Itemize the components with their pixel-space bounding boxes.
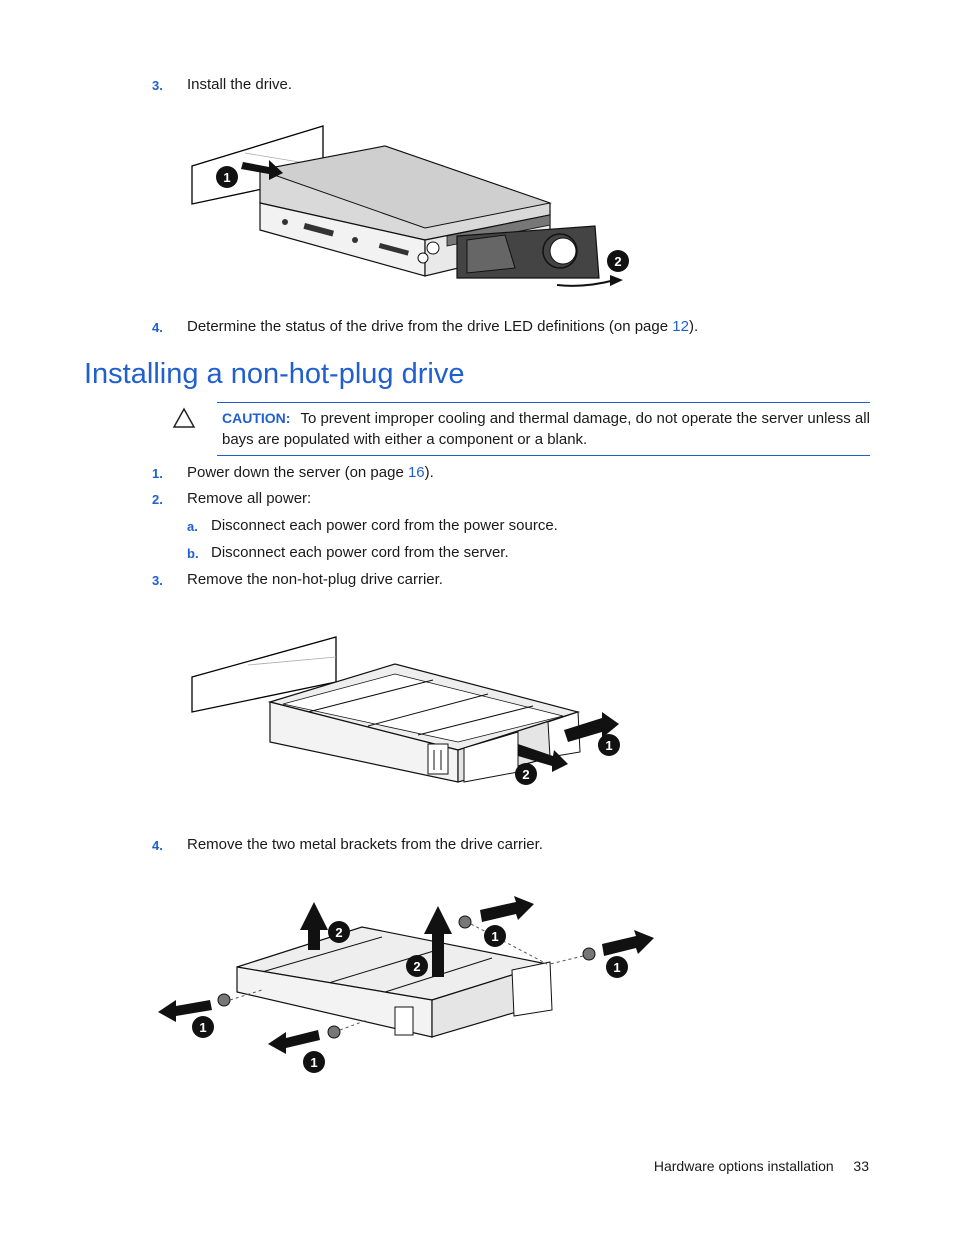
page-number: 33 — [853, 1158, 869, 1174]
figure-install-hotplug-drive: 1 2 — [191, 125, 629, 287]
substep-disconnect-server: b. Disconnect each power cord from the s… — [0, 543, 954, 563]
callout-1: 1 — [605, 738, 612, 753]
step-remove-carrier: 3. Remove the non-hot-plug drive carrier… — [0, 570, 954, 590]
step-text: Determine the status of the drive from t… — [187, 318, 699, 335]
step-text: Remove all power: — [187, 490, 312, 507]
callout-2: 2 — [522, 767, 529, 782]
section-title: Installing a non-hot-plug drive — [84, 358, 465, 390]
step-text: Install the drive. — [187, 76, 293, 93]
step-text: Remove the non-hot-plug drive carrier. — [187, 571, 443, 588]
page-link[interactable]: 12 — [672, 318, 689, 335]
step-text: Power down the server (on page 16). — [187, 464, 434, 481]
callout-2: 2 — [335, 925, 342, 940]
callout-1: 1 — [613, 960, 620, 975]
callout-1: 1 — [223, 170, 230, 185]
step-determine-status: 4. Determine the status of the drive fro… — [0, 317, 954, 337]
caution-text: To prevent improper cooling and thermal … — [222, 410, 870, 448]
substep-disconnect-source: a. Disconnect each power cord from the p… — [0, 516, 954, 536]
caution-label: CAUTION: — [222, 410, 291, 426]
callout-1: 1 — [199, 1020, 206, 1035]
substep-text: Disconnect each power cord from the serv… — [211, 544, 509, 561]
substep-letter: b. — [187, 546, 199, 561]
callout-2: 2 — [614, 254, 621, 269]
page-link[interactable]: 16 — [407, 464, 425, 481]
step-number: 3. — [152, 573, 163, 588]
step-remove-power: 2. Remove all power: — [0, 489, 954, 509]
step-remove-brackets: 4. Remove the two metal brackets from th… — [0, 835, 954, 855]
step-number: 4. — [152, 320, 163, 335]
substep-letter: a. — [187, 519, 198, 534]
step-number: 4. — [152, 838, 163, 853]
step-number: 3. — [152, 78, 163, 93]
caution-icon — [172, 407, 196, 428]
page-footer: Hardware options installation 33 — [654, 1158, 869, 1174]
substep-text: Disconnect each power cord from the powe… — [211, 517, 558, 534]
callout-1: 1 — [491, 929, 498, 944]
footer-section-title: Hardware options installation — [653, 1158, 834, 1174]
step-number: 1. — [152, 466, 163, 481]
step-number: 2. — [152, 492, 163, 507]
step-power-down: 1. Power down the server (on page 16). — [0, 463, 954, 483]
figure-remove-carrier: 1 2 — [191, 636, 620, 785]
callout-1: 1 — [310, 1055, 317, 1070]
step-install-drive: 3. Install the drive. — [0, 75, 954, 95]
figure-remove-brackets: 2 1 2 1 1 1 — [158, 896, 654, 1073]
callout-2: 2 — [413, 959, 420, 974]
step-text: Remove the two metal brackets from the d… — [187, 836, 543, 853]
caution-text-block: CAUTION:To prevent improper cooling and … — [222, 408, 870, 450]
caution-box: CAUTION:To prevent improper cooling and … — [217, 402, 870, 456]
